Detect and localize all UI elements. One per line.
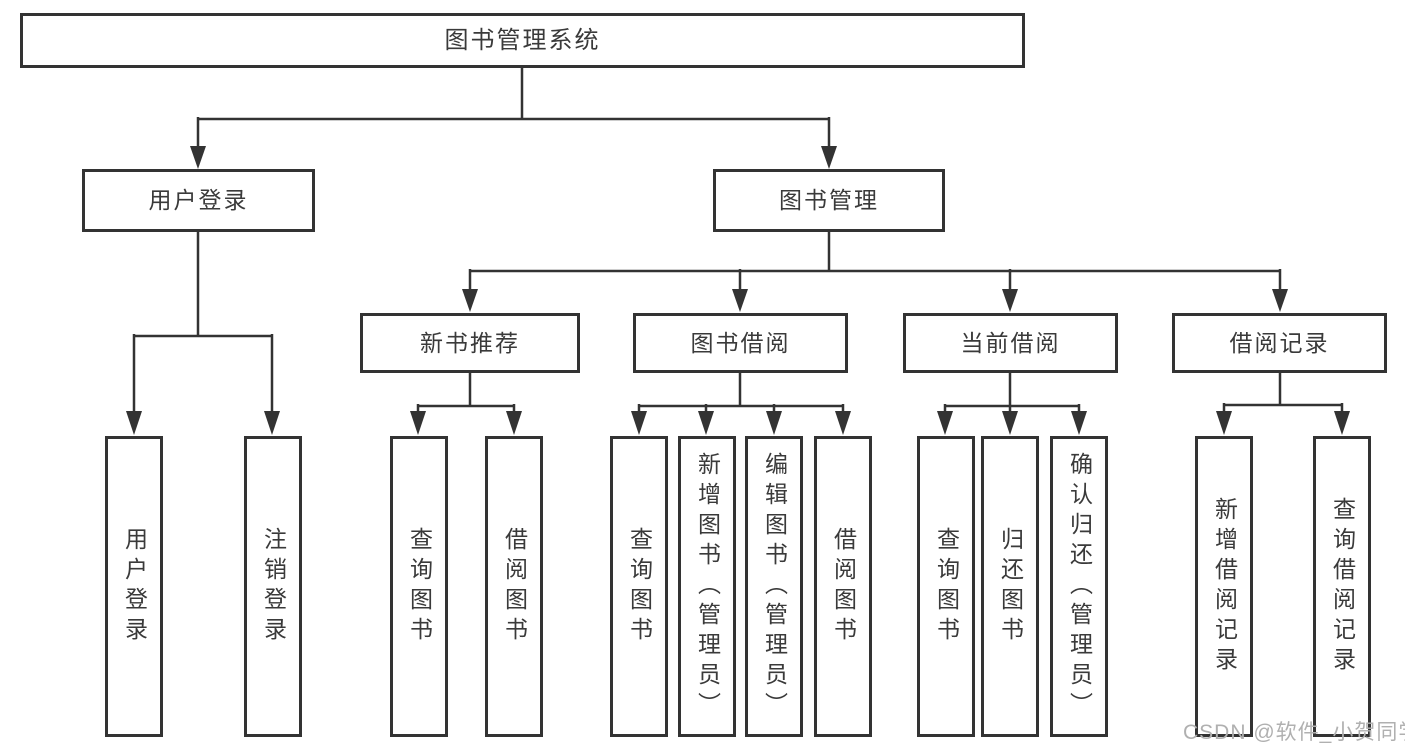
leaf-logout-label: 注销登录 — [260, 526, 287, 647]
node-root-label: 图书管理系统 — [444, 26, 601, 54]
leaf-edit-books-admin-label: 编辑图书（管理员） — [761, 451, 788, 722]
node-borrowing-records: 借阅记录 — [1172, 313, 1387, 373]
leaf-return-books-label: 归还图书 — [997, 526, 1024, 647]
leaf-return-books: 归还图书 — [981, 436, 1039, 737]
leaf-borrow-books-recommend-label: 借阅图书 — [501, 526, 528, 647]
node-borrowing-records-label: 借阅记录 — [1229, 329, 1330, 356]
csdn-watermark: CSDN @软件_小贺同学 — [1183, 721, 1405, 744]
node-book-management: 图书管理 — [713, 169, 945, 232]
leaf-logout: 注销登录 — [244, 436, 302, 737]
node-new-book-recommendation-label: 新书推荐 — [420, 329, 520, 356]
leaf-borrow-books-recommend: 借阅图书 — [485, 436, 543, 737]
leaf-query-books-current-label: 查询图书 — [933, 526, 960, 647]
leaf-query-books-current: 查询图书 — [917, 436, 975, 737]
node-book-borrowing-label: 图书借阅 — [690, 329, 791, 356]
node-current-borrowing: 当前借阅 — [903, 313, 1118, 373]
leaf-confirm-return-admin: 确认归还（管理员） — [1050, 436, 1108, 737]
leaf-query-books-borrow: 查询图书 — [610, 436, 668, 737]
leaf-query-borrow-record-label: 查询借阅记录 — [1329, 496, 1356, 677]
node-new-book-recommendation: 新书推荐 — [360, 313, 580, 373]
node-root: 图书管理系统 — [20, 13, 1025, 68]
leaf-query-borrow-record: 查询借阅记录 — [1313, 436, 1371, 737]
leaf-add-borrow-record-label: 新增借阅记录 — [1211, 496, 1238, 677]
arrowheads — [126, 146, 1350, 435]
leaf-borrow-books-label: 借阅图书 — [830, 526, 857, 647]
leaf-user-login: 用户登录 — [105, 436, 163, 737]
node-user-login-label: 用户登录 — [148, 187, 249, 213]
leaf-query-books-borrow-label: 查询图书 — [626, 526, 653, 647]
leaf-edit-books-admin: 编辑图书（管理员） — [745, 436, 803, 737]
node-current-borrowing-label: 当前借阅 — [960, 329, 1061, 356]
leaf-borrow-books: 借阅图书 — [814, 436, 872, 737]
node-user-login: 用户登录 — [82, 169, 315, 232]
leaf-user-login-label: 用户登录 — [121, 526, 148, 647]
leaf-query-books-recommend-label: 查询图书 — [406, 526, 433, 647]
tree-edges — [132, 68, 1344, 414]
node-book-borrowing: 图书借阅 — [633, 313, 848, 373]
leaf-add-books-admin: 新增图书（管理员） — [678, 436, 736, 737]
leaf-confirm-return-admin-label: 确认归还（管理员） — [1066, 451, 1093, 722]
leaf-add-borrow-record: 新增借阅记录 — [1195, 436, 1253, 737]
leaf-add-books-admin-label: 新增图书（管理员） — [694, 451, 721, 722]
node-book-management-label: 图书管理 — [779, 187, 879, 213]
leaf-query-books-recommend: 查询图书 — [390, 436, 448, 737]
